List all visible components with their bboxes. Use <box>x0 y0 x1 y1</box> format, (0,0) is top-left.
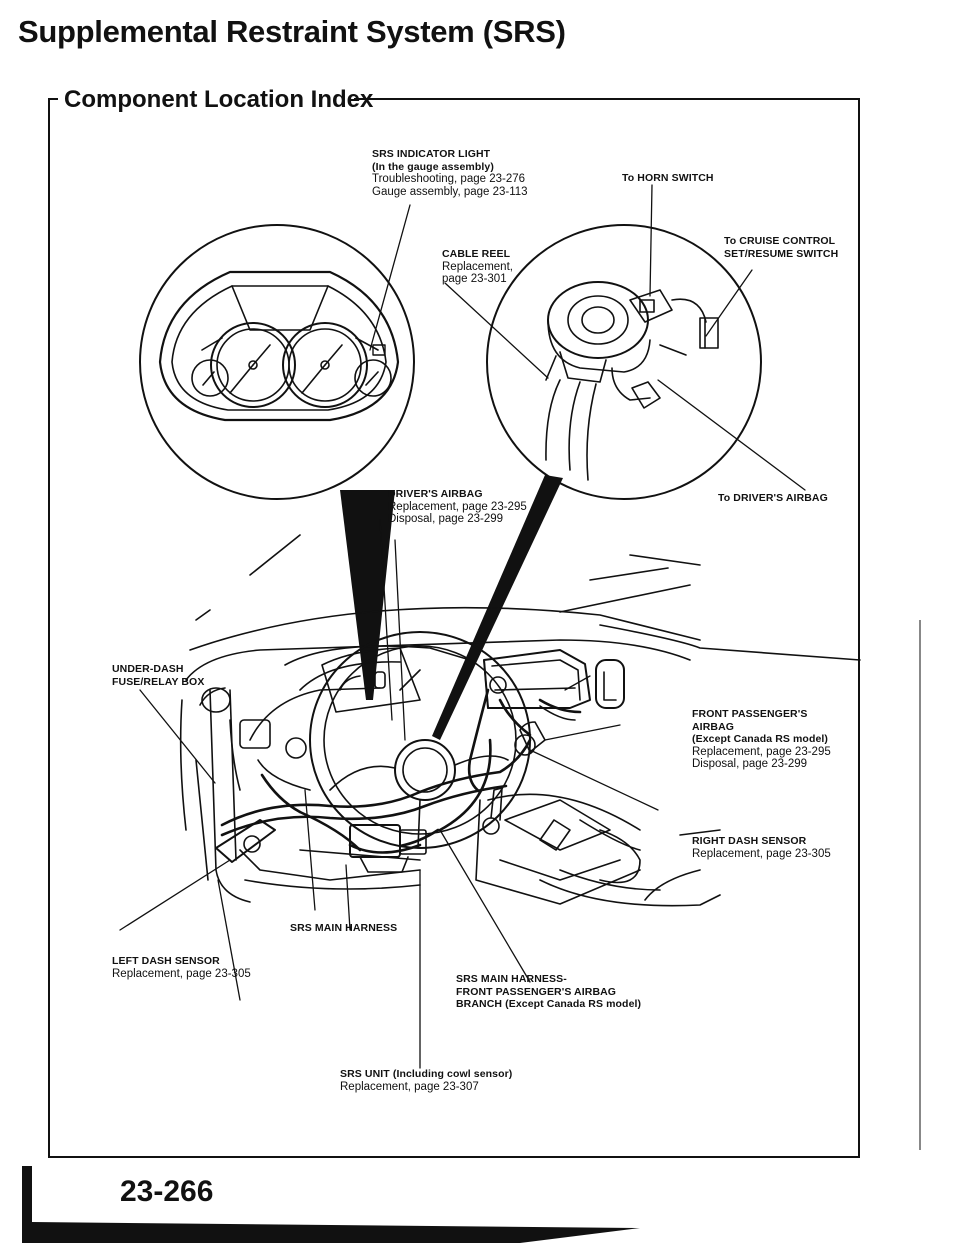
page-number: 23-266 <box>120 1175 214 1208</box>
cable-reel-label: CABLE REEL Replacement, page 23-301 <box>442 248 513 285</box>
srs-unit-box <box>349 824 427 873</box>
drivers-airbag-label: DRIVER'S AIRBAG Replacement, page 23-295… <box>388 488 527 525</box>
page-edge-bar <box>22 1166 32 1243</box>
to-drivers-airbag-label: To DRIVER'S AIRBAG <box>718 492 828 504</box>
left-dash-sensor-label: LEFT DASH SENSOR Replacement, page 23-30… <box>112 955 251 980</box>
srs-unit-label: SRS UNIT (Including cowl sensor) Replace… <box>340 1068 513 1093</box>
leader-lines <box>119 184 806 1069</box>
cruise-control-switch-label: To CRUISE CONTROL SET/RESUME SWITCH <box>724 235 839 260</box>
frame-top-right-rule <box>354 98 858 100</box>
section-subtitle: Component Location Index <box>64 86 374 113</box>
frame-top-left-rule <box>48 98 58 100</box>
srs-main-harness-label: SRS MAIN HARNESS <box>290 922 398 934</box>
horn-switch-label: To HORN SWITCH <box>622 172 714 184</box>
harness-branch-label: SRS MAIN HARNESS- FRONT PASSENGER'S AIRB… <box>456 973 642 1010</box>
left-dash-sensor-art <box>215 819 276 863</box>
under-dash-fuse-relay-box-label: UNDER-DASH FUSE/RELAY BOX <box>112 663 205 688</box>
gauge-cluster-detail <box>139 224 415 500</box>
front-passenger-airbag-label: FRONT PASSENGER'S AIRBAG (Except Canada … <box>692 708 831 770</box>
dashboard-illustration <box>179 534 861 907</box>
cable-reel-detail <box>486 224 762 500</box>
content-frame <box>48 98 860 1158</box>
footer-swoosh <box>32 1222 640 1243</box>
right-dash-sensor-label: RIGHT DASH SENSOR Replacement, page 23-3… <box>692 835 831 860</box>
page-title: Supplemental Restraint System (SRS) <box>18 14 566 49</box>
srs-indicator-light-label: SRS INDICATOR LIGHT (In the gauge assemb… <box>372 148 528 198</box>
